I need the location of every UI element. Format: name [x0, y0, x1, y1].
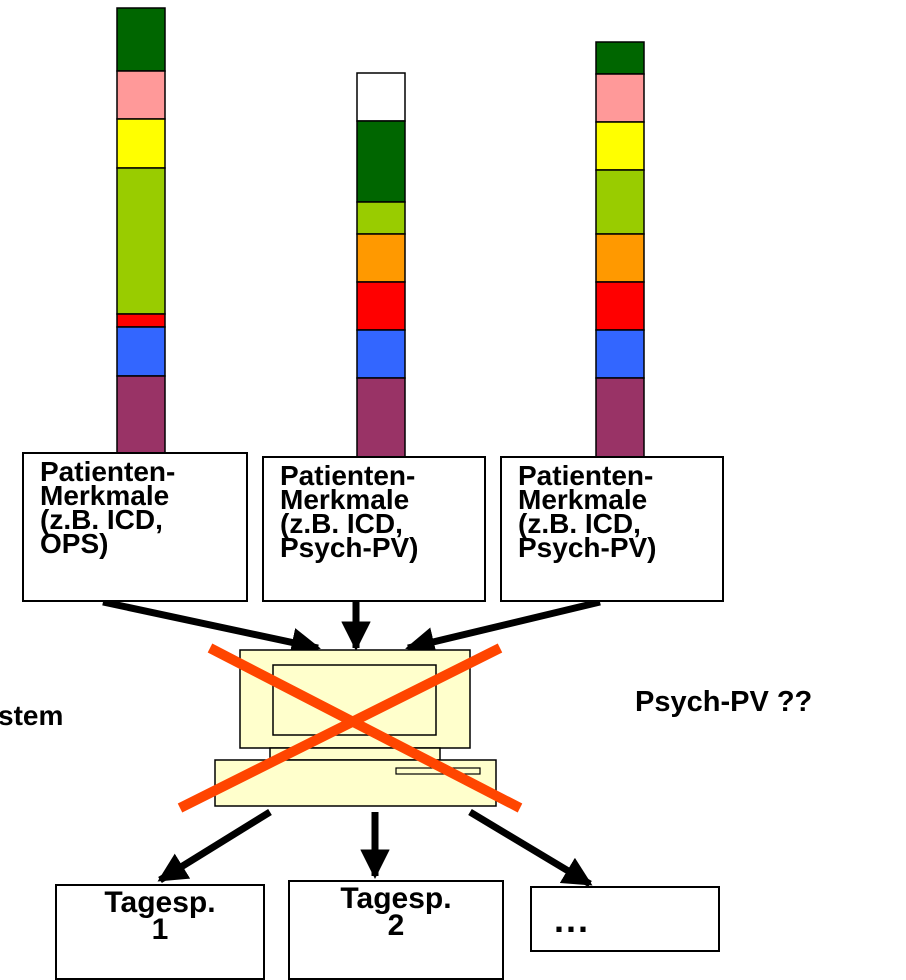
feature-box-2-line-2: Merkmale [280, 484, 410, 515]
feature-box-1: Patienten- Merkmale (z.B. ICD, OPS) [22, 452, 248, 602]
feature-box-2: Patienten- Merkmale (z.B. ICD, Psych-PV) [262, 456, 486, 602]
arrow-feature-1-to-computer [102, 598, 321, 657]
feature-box-3-line-2: Merkmale [518, 484, 648, 515]
bar-3-segment-lime-green [595, 169, 645, 235]
bar-1-segment-blue [116, 326, 166, 377]
bar-1-segment-lime-green [116, 167, 166, 315]
bar-2 [356, 72, 406, 459]
bar-1-segment-dark-green [116, 7, 166, 72]
feature-box-3-line-1: Patienten- [518, 460, 654, 491]
feature-box-3-line-3: (z.B. ICD, [518, 508, 641, 539]
feature-box-3: Patienten- Merkmale (z.B. ICD, Psych-PV) [500, 456, 724, 602]
bar-1-segment-plum [116, 375, 166, 459]
output-box-1-line-2: 1 [151, 913, 169, 946]
bar-2-segment-blue [356, 329, 406, 379]
bar-2-segment-dark-green [356, 120, 406, 203]
feature-box-3-line-4: Psych-PV) [518, 532, 657, 563]
cross-out-icon [177, 643, 523, 813]
cross-stroke-1 [207, 643, 523, 813]
bar-3 [595, 41, 645, 459]
arrow-computer-to-output-1 [157, 809, 272, 883]
output-box-2-line-2: 2 [387, 909, 405, 942]
bar-1-segment-red [116, 313, 166, 328]
bar-1 [116, 7, 166, 459]
bar-3-segment-red [595, 281, 645, 331]
arrow-computer-to-output-3 [468, 808, 593, 888]
bar-3-segment-yellow [595, 121, 645, 171]
output-box-2: Tagesp. 2 [288, 880, 504, 980]
output-box-2-line-1: Tagesp. [340, 882, 452, 915]
feature-box-1-line-4: OPS) [40, 528, 109, 559]
psych-pv-question-label: Psych-PV ?? [635, 686, 813, 718]
cross-stroke-2 [177, 643, 503, 813]
feature-box-1-line-3: (z.B. ICD, [40, 504, 163, 535]
bar-3-segment-pink [595, 73, 645, 123]
bar-2-segment-plum [356, 377, 406, 459]
output-box-1-line-1: Tagesp. [104, 886, 216, 919]
feature-box-2-line-1: Patienten- [280, 460, 416, 491]
output-box-1: Tagesp. 1 [55, 884, 265, 980]
bar-2-segment-red [356, 281, 406, 331]
arrow-feature-3-to-computer [405, 598, 601, 657]
feature-box-1-line-1: Patienten- [40, 456, 176, 487]
bar-1-segment-yellow [116, 118, 166, 169]
feature-box-2-line-3: (z.B. ICD, [280, 508, 403, 539]
output-box-3-ellipsis: ... [554, 899, 591, 940]
bar-3-segment-blue [595, 329, 645, 379]
bar-3-segment-dark-green [595, 41, 645, 75]
bar-2-segment-white [356, 72, 406, 122]
feature-box-2-line-4: Psych-PV) [280, 532, 419, 563]
feature-box-1-line-2: Merkmale [40, 480, 170, 511]
output-box-3: ... [530, 886, 720, 952]
bar-3-segment-plum [595, 377, 645, 459]
left-side-label: stem [0, 700, 64, 731]
bar-3-segment-orange [595, 233, 645, 283]
bar-1-segment-pink [116, 70, 166, 120]
bar-2-segment-orange [356, 233, 406, 283]
bar-2-segment-lime-green [356, 201, 406, 235]
